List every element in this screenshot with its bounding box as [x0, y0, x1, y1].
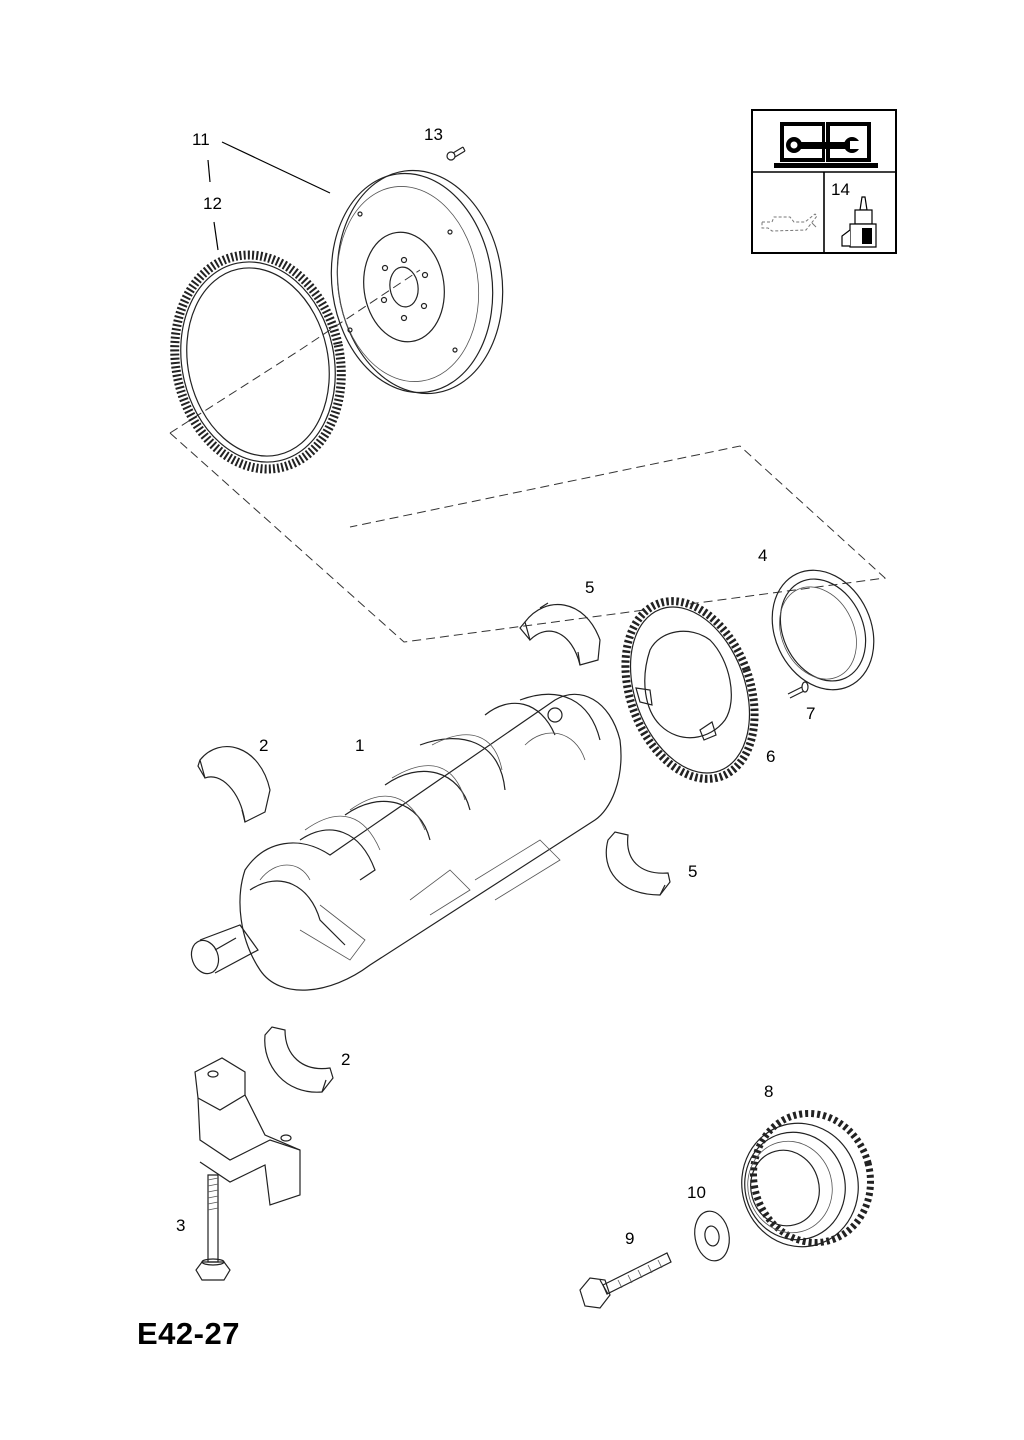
main-bearing-shell-2a [197, 746, 271, 823]
callout-8: 8 [764, 1082, 773, 1101]
flywheel [330, 169, 504, 395]
flywheel-bolt [446, 146, 466, 161]
main-bearing-shell-2b [264, 1026, 334, 1093]
callout-10: 10 [687, 1183, 706, 1202]
callout-5-lower: 5 [688, 862, 697, 881]
legend-box: 14 [751, 109, 897, 254]
callout-2-lower: 2 [341, 1050, 350, 1069]
reluctor-screw [787, 681, 809, 699]
crankshaft [190, 693, 622, 991]
callout-3: 3 [176, 1216, 185, 1235]
oil-can-icon [761, 213, 818, 232]
main-bearing-cap [194, 1057, 301, 1206]
main-bearing-shell-lower [605, 831, 671, 896]
callout-7: 7 [806, 704, 815, 723]
crankshaft-pulley [741, 1109, 874, 1248]
callout-5-upper: 5 [585, 578, 594, 597]
callout-14: 14 [831, 180, 850, 199]
callout-13: 13 [424, 125, 443, 144]
oil-seal [771, 569, 875, 691]
manual-wrench-icon [774, 122, 878, 168]
leader-lines [207, 141, 331, 251]
assembly-outline [169, 269, 887, 643]
main-bearing-shell-upper [519, 602, 601, 666]
bearing-cap-bolt [195, 1174, 231, 1281]
callout-9: 9 [625, 1229, 634, 1248]
reluctor-ring [621, 597, 759, 783]
diagram-code: E42-27 [137, 1316, 240, 1351]
sealant-tube-icon [841, 196, 877, 248]
callout-12: 12 [203, 194, 222, 213]
callout-2-upper: 2 [259, 736, 268, 755]
ring-gear [170, 250, 346, 474]
callout-6: 6 [766, 747, 775, 766]
pulley-washer [694, 1210, 730, 1262]
callout-1: 1 [355, 736, 364, 755]
pulley-bolt [579, 1252, 672, 1309]
callout-11: 11 [192, 130, 210, 149]
callout-4: 4 [758, 546, 767, 565]
